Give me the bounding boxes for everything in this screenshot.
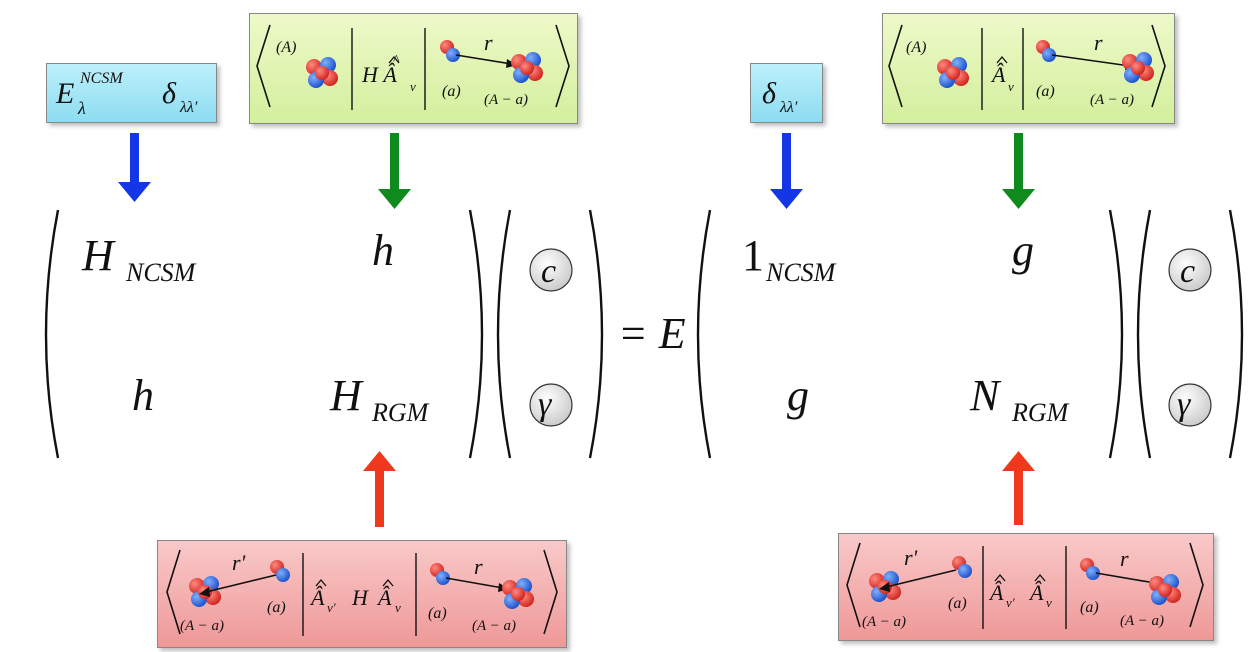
nr-nucleus-Aa-label: (A − a): [862, 614, 906, 630]
hr-op-sub1: ν′: [327, 600, 336, 615]
h-rgm-symbol: H: [329, 371, 364, 420]
g-r-label: r: [1094, 30, 1103, 55]
nr-cluster-a1-icon: [952, 556, 972, 578]
delta-box: [750, 63, 823, 123]
cluster-a-label: (a): [442, 83, 461, 100]
hr-cluster-a1-icon: [270, 560, 290, 582]
hr-cluster-a1-label: (a): [267, 599, 286, 616]
nr-nucleus-Aa2-icon: [1149, 574, 1181, 605]
right-angle-bracket: [555, 24, 570, 108]
nucleus-A-label: (A): [276, 39, 296, 56]
g-bottom-left: g: [787, 371, 809, 420]
g-nucleus-A-label: (A): [906, 39, 926, 56]
hr-nucleus-Aa2-icon: [502, 578, 534, 609]
h-ncsm-symbol: H: [81, 231, 116, 280]
c-left: c: [541, 253, 556, 290]
cluster-a-icon: [440, 40, 460, 62]
green-arrow-right: [1002, 133, 1035, 209]
green-arrow-left: [378, 133, 411, 209]
hr-nucleus-Aa2-label: (A − a): [472, 618, 516, 634]
red-arrow-right: [1002, 451, 1035, 525]
nr-cluster-a2-label: (a): [1080, 599, 1099, 616]
one-ncsm-symbol: 1: [742, 231, 764, 280]
hr-op-sub2: ν: [395, 600, 401, 615]
nr-op-A2: Â: [1028, 580, 1044, 605]
n-rgm-symbol: N: [969, 371, 1002, 420]
eigen-box-content: E NCSM λ δ λλ′: [55, 70, 198, 118]
matrix-parentheses: [44, 209, 1244, 459]
h-ncsm-subscript: NCSM: [125, 258, 197, 287]
r-label: r: [484, 30, 493, 55]
nr-r-label: r: [1120, 546, 1129, 571]
h-rgm-kernel: (A − a) r' (a) Â ν′ H Â ν (a) r (A − a): [166, 549, 558, 636]
nucleus-Aa-label: (A − a): [484, 92, 528, 108]
hr-op-A1: Â: [309, 585, 325, 610]
hr-r-label: r: [474, 554, 483, 579]
g-overlap-kernel: (A) Â ν (a) r (A − a): [888, 24, 1166, 110]
eigen-sub: λ: [77, 98, 86, 118]
nr-op-sub2: ν: [1046, 595, 1052, 610]
c-circle-left: [529, 248, 573, 292]
delta-sub: λλ′: [779, 99, 798, 116]
nr-rprime-label: r': [904, 545, 918, 570]
g-top-right: g: [1012, 226, 1034, 275]
nucleus-Aa-icon: [511, 52, 543, 83]
delta-box-content: δ λλ′: [762, 77, 798, 116]
hr-rprime-label: r': [232, 550, 246, 575]
equals-e: = E: [618, 309, 686, 358]
gamma-right: γ: [1177, 386, 1192, 423]
gamma-circle-left: [529, 383, 573, 427]
nr-cluster-a2-icon: [1080, 558, 1100, 580]
hr-H: H: [351, 585, 369, 610]
g-op-sub: ν: [1008, 79, 1014, 94]
red-arrow-left: [363, 451, 396, 527]
g-op-A: Â: [990, 62, 1006, 87]
hr-cluster-a2-icon: [430, 563, 450, 585]
gamma-circle-right: [1168, 383, 1212, 427]
g-nucleus-A-icon: [937, 57, 969, 88]
eigen-delta-sub: λλ′: [179, 99, 198, 116]
g-nucleus-Aa-label: (A − a): [1090, 92, 1134, 108]
left-angle-bracket: [256, 24, 271, 108]
h-coupling-kernel: (A) H Â ^ ν (a) r (A − a): [256, 24, 570, 110]
blue-arrow-left: [118, 133, 151, 202]
n-rgm-kernel: (A − a) r' (a) Â ν′ Â ν (a) r (A − a): [846, 542, 1204, 630]
g-cluster-a-icon: [1036, 40, 1056, 62]
c-circle-right: [1168, 248, 1212, 292]
nucleus-A-icon: [306, 57, 338, 88]
hr-nucleus-Aa-label: (A − a): [180, 618, 224, 634]
nr-cluster-a1-label: (a): [948, 595, 967, 612]
g-nucleus-Aa-icon: [1122, 52, 1154, 83]
eigen-E: E: [55, 77, 74, 110]
n-rgm-subscript: RGM: [1011, 398, 1070, 427]
op-sub: ν: [410, 79, 416, 94]
h-bottom-left: h: [132, 371, 154, 420]
delta: δ: [762, 77, 777, 110]
operator-hats: [315, 55, 1046, 587]
h-rgm-subscript: RGM: [371, 398, 430, 427]
g-cluster-a-label: (a): [1036, 83, 1055, 100]
h-top-right: h: [372, 226, 394, 275]
one-ncsm-subscript: NCSM: [765, 258, 837, 287]
h-rgm-kernel-box: [157, 540, 567, 648]
nr-op-sub1: ν′: [1006, 595, 1015, 610]
c-right: c: [1180, 253, 1195, 290]
op-H-A: H Â: [361, 62, 397, 87]
eigenvalue-box: [46, 63, 217, 123]
eigen-delta: δ: [162, 77, 177, 110]
nr-op-A1: Â: [988, 580, 1004, 605]
eigen-sup: NCSM: [79, 70, 124, 87]
hr-op-A2: Â: [376, 585, 392, 610]
blue-arrow-right: [770, 133, 803, 209]
hr-cluster-a2-label: (a): [428, 605, 447, 622]
gamma-left: γ: [538, 386, 553, 423]
nr-nucleus-Aa2-label: (A − a): [1120, 613, 1164, 629]
